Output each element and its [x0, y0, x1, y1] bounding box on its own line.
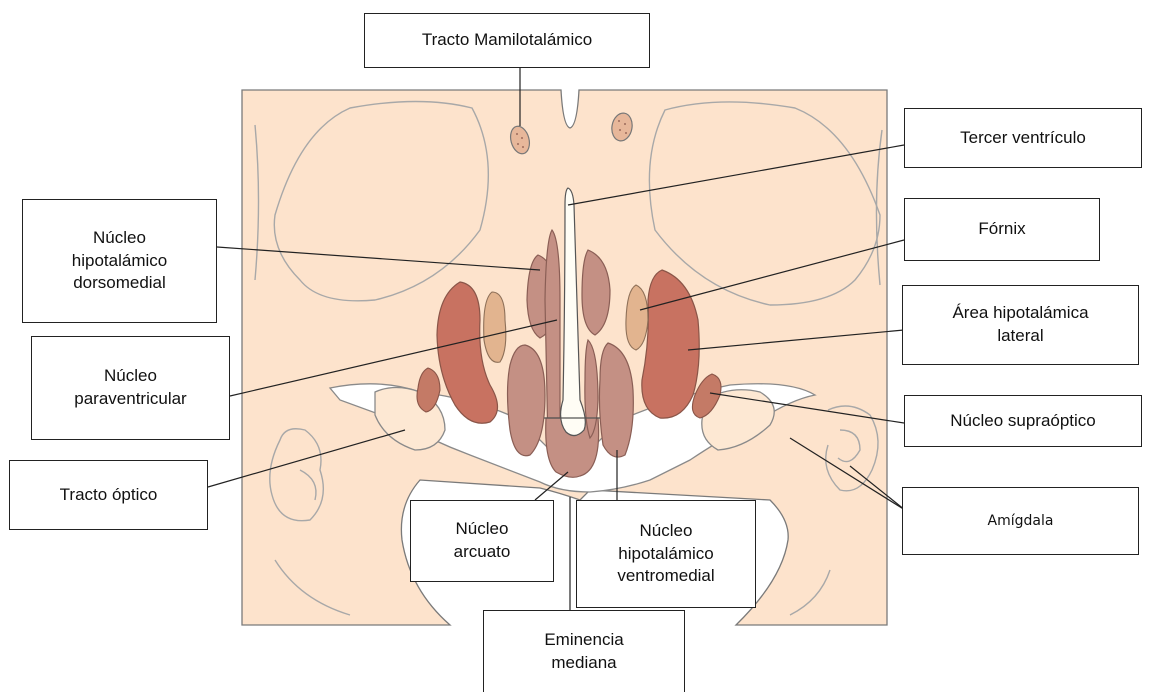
label-third-ventricle: Tercer ventrículo: [904, 108, 1142, 168]
label-arcuate-nucleus: Núcleo arcuato: [410, 500, 554, 582]
label-ventromedial-nucleus: Núcleo hipotalámico ventromedial: [576, 500, 756, 608]
ventromedial-left: [508, 345, 546, 456]
label-paraventricular-nucleus: Núcleo paraventricular: [31, 336, 230, 440]
label-arcuate-text: Núcleo arcuato: [454, 518, 511, 564]
label-lateral-hypothalamic-area: Área hipotalámica lateral: [902, 285, 1139, 365]
label-supraoptic-nucleus: Núcleo supraóptico: [904, 395, 1142, 447]
label-optic-tract: Tracto óptico: [9, 460, 208, 530]
label-supraoptic-text: Núcleo supraóptico: [950, 410, 1096, 433]
label-amygdala: Amígdala: [902, 487, 1139, 555]
label-lateral-area-text: Área hipotalámica lateral: [952, 302, 1088, 348]
label-fornix: Fórnix: [904, 198, 1100, 261]
label-dorsomedial-nucleus: Núcleo hipotalámico dorsomedial: [22, 199, 217, 323]
label-fornix-text: Fórnix: [978, 218, 1025, 241]
label-median-eminence: Eminencia mediana: [483, 610, 685, 692]
label-third-ventricle-text: Tercer ventrículo: [960, 127, 1086, 150]
label-dorsomedial-text: Núcleo hipotalámico dorsomedial: [72, 227, 167, 296]
label-ventromedial-text: Núcleo hipotalámico ventromedial: [617, 520, 714, 589]
label-mamillothalamic-tract: Tracto Mamilotalámico: [364, 13, 650, 68]
label-optic-tract-text: Tracto óptico: [60, 484, 158, 507]
label-amygdala-text: Amígdala: [988, 512, 1054, 531]
label-median-eminence-text: Eminencia mediana: [544, 629, 623, 675]
label-paraventricular-text: Núcleo paraventricular: [74, 365, 186, 411]
label-mamillothalamic-text: Tracto Mamilotalámico: [422, 29, 592, 52]
